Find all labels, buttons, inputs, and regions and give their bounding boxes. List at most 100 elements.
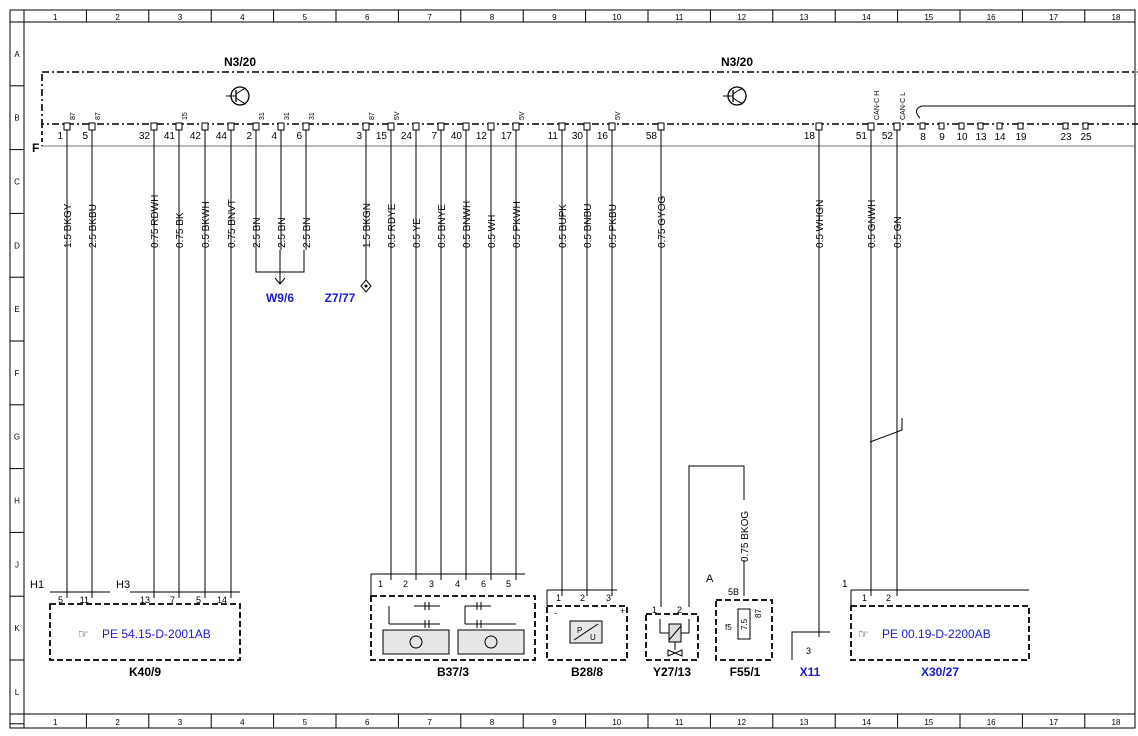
x11-link[interactable]: X11 [800, 665, 821, 679]
column-label: 13 [800, 718, 809, 727]
svg-text:P: P [577, 626, 582, 635]
svg-text:23: 23 [1060, 132, 1072, 143]
pin-terminal: CAN-C H [874, 91, 881, 120]
pin-terminal: 31 [259, 112, 266, 120]
column-label: 17 [1049, 13, 1058, 22]
svg-text:5: 5 [506, 579, 511, 589]
row-label: G [14, 433, 20, 442]
svg-text:+: + [620, 606, 625, 616]
component-y27-13: 1 2 Y27/13 [645, 605, 699, 679]
column-label: 2 [115, 718, 120, 727]
sensor-icon [484, 635, 498, 649]
row-label: B [14, 114, 19, 123]
wire-label: 0.5 WH [487, 215, 498, 248]
transistor-icon [723, 86, 747, 106]
component-k40-9: H1 H3 5 11 13 7 5 14 ☞ PE 54.15-D-2001AB… [30, 579, 241, 679]
row-label: K [14, 624, 20, 633]
pin-number: 6 [296, 131, 302, 142]
splice-z7-77: Z7/77 [325, 250, 372, 305]
pin-58: 580.75 GYOG [646, 122, 668, 607]
component-x30-27: 1 1 2 ☞ PE 00.19-D-2200AB X30/27 [842, 418, 1030, 679]
unit-label-left: N3/20 [224, 55, 256, 69]
svg-text:19: 19 [1015, 132, 1027, 143]
pin-11: 110.5 BUPK [548, 122, 569, 596]
column-label: 6 [365, 13, 370, 22]
column-label: 2 [115, 13, 120, 22]
svg-text:11: 11 [80, 595, 89, 605]
svg-text:9: 9 [939, 132, 945, 143]
column-label: 15 [924, 718, 933, 727]
pin-6: 6 31 2.5 BN [296, 112, 316, 250]
wire-label: 0.5 GN [893, 216, 904, 248]
wire-label: 0.75 RDWH [150, 195, 161, 248]
pin-number: 7 [431, 131, 437, 142]
fuse-icon [737, 608, 751, 640]
svg-text:10: 10 [956, 132, 968, 143]
pin-24: 240.5 YE [401, 122, 423, 580]
ground-ref-w9-6[interactable]: W9/6 [266, 291, 294, 305]
svg-text:6: 6 [481, 579, 486, 589]
wire-label: 2.5 BN [302, 217, 313, 248]
column-label: 4 [240, 13, 245, 22]
x30-doc-ref-link[interactable]: PE 00.19-D-2200AB [882, 627, 991, 641]
pin-44: 440.75 BNVT [216, 122, 238, 598]
svg-text:8: 8 [920, 132, 926, 143]
column-label: 1 [53, 718, 58, 727]
splice-ref-z7-77[interactable]: Z7/77 [325, 291, 356, 305]
svg-text:2: 2 [403, 579, 408, 589]
pin-terminal: 31 [309, 112, 316, 120]
svg-text:13: 13 [975, 132, 987, 143]
k40-h1-label: H1 [30, 579, 44, 591]
row-label: E [14, 305, 19, 314]
column-label: 18 [1112, 13, 1121, 22]
pin-number: 40 [451, 131, 463, 142]
svg-text:4: 4 [455, 579, 460, 589]
pin-42: 420.5 BKWH [190, 122, 212, 598]
column-label: 16 [987, 13, 996, 22]
svg-text:1: 1 [842, 579, 848, 590]
column-label: 11 [675, 718, 684, 727]
column-label: 12 [737, 718, 746, 727]
ground-junction-w9-6: W9/6 [255, 250, 305, 305]
pin-13: 13 [975, 122, 987, 143]
svg-text:1: 1 [556, 593, 561, 603]
column-label: 7 [427, 13, 432, 22]
wire-label: 0.5 RDYE [387, 203, 398, 248]
pin-30: 300.5 BNBU [572, 122, 594, 596]
row-label: C [14, 178, 20, 187]
column-label: 9 [552, 718, 557, 727]
wire-label: 0.5 BUPK [558, 204, 569, 248]
pin-number: 51 [856, 131, 868, 142]
pin-number: 30 [572, 131, 584, 142]
x30-link[interactable]: X30/27 [921, 665, 959, 679]
svg-text:1: 1 [862, 593, 867, 603]
pin-number: 24 [401, 131, 413, 142]
wire-label: 2.5 BKBU [88, 204, 99, 248]
y27-label: Y27/13 [653, 665, 691, 679]
column-label: 10 [612, 13, 621, 22]
wire-label: 0.5 GNWH [867, 200, 878, 248]
svg-text:7.5: 7.5 [740, 618, 749, 630]
component-b37-3: 1 2 3 4 6 5 B37/3 [370, 573, 536, 679]
column-label: 8 [490, 718, 495, 727]
column-label: 4 [240, 718, 245, 727]
pin-number: 17 [501, 131, 513, 142]
pin-number: 41 [164, 131, 176, 142]
pointing-hand-icon: ☞ [858, 627, 869, 641]
svg-text:2: 2 [580, 593, 585, 603]
svg-text:5: 5 [58, 595, 63, 605]
pin-number: 44 [216, 131, 228, 142]
k40-doc-ref-link[interactable]: PE 54.15-D-2001AB [102, 627, 211, 641]
connector-label-f: F [32, 141, 39, 155]
column-label: 14 [862, 718, 871, 727]
sensor-icon [409, 635, 423, 649]
wire-label: 2.5 BN [252, 217, 263, 248]
svg-text:5: 5 [196, 595, 201, 605]
wire-label: 0.5 PKBU [608, 204, 619, 248]
pin-terminal: 5V [519, 111, 526, 120]
pin-terminal: 15 [182, 112, 189, 120]
